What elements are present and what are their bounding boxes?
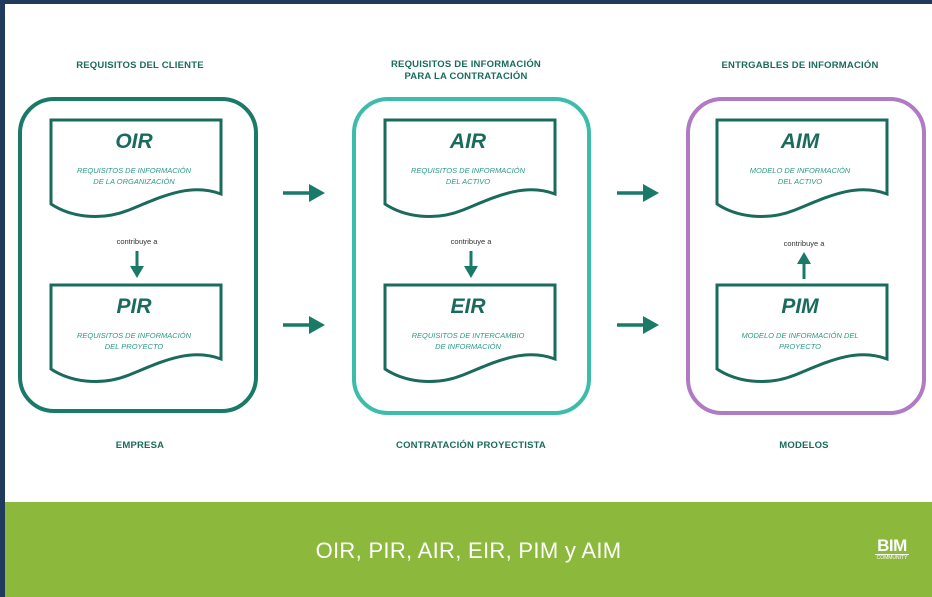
logo-sub-text: COMMUNITY (875, 554, 909, 561)
column-footer-deliverables: MODELOS (779, 440, 829, 451)
doc-code: PIM (781, 295, 819, 318)
column-footer-contracting: CONTRATACIÓN PROYECTISTA (396, 440, 546, 451)
column-title-contracting: REQUISITOS DE INFORMACIÓN PARA LA CONTRA… (391, 59, 541, 82)
arrow-right-icon (283, 316, 325, 334)
doc-code: OIR (115, 130, 153, 153)
document-oir: OIR REQUISITOS DE INFORMACIÓN DE LA ORGA… (49, 118, 224, 224)
column-footer-client: EMPRESA (115, 440, 165, 451)
group-deliverables (686, 97, 926, 415)
bim-community-logo: BIM COMMUNITY (867, 537, 917, 562)
footer-banner: OIR, PIR, AIR, EIR, PIM y AIM BIM COMMUN… (5, 502, 932, 597)
arrow-right-icon (283, 184, 325, 202)
footer-title: OIR, PIR, AIR, EIR, PIM y AIM (315, 538, 622, 563)
document-pir: PIR REQUISITOS DE INFORMACIÓN DEL PROYEC… (49, 283, 224, 389)
diagram-canvas: REQUISITOS DEL CLIENTE REQUISITOS DE INF… (5, 4, 932, 597)
arrow-up-icon (797, 252, 811, 279)
arrow-down-icon (464, 251, 478, 278)
group-client (18, 97, 258, 413)
doc-description: MODELO DE INFORMACIÓN DEL PROYECTO (741, 331, 859, 351)
doc-description: REQUISITOS DE INTERCAMBIO DE INFORMACIÓN (411, 331, 525, 351)
doc-code: EIR (450, 295, 486, 318)
group-contracting (352, 97, 591, 415)
document-eir: EIR REQUISITOS DE INTERCAMBIO DE INFORMA… (383, 283, 558, 389)
document-pim: PIM MODELO DE INFORMACIÓN DEL PROYECTO (715, 283, 890, 389)
document-air: AIR REQUISITOS DE INFORMACIÓN DEL ACTIVO (383, 118, 558, 224)
doc-description: MODELO DE INFORMACIÓN DEL ACTIVO (749, 166, 851, 186)
relation-label: contribuye a (116, 237, 158, 246)
doc-description: REQUISITOS DE INFORMACIÓN DEL ACTIVO (410, 166, 526, 186)
doc-code: PIR (116, 295, 152, 318)
relation-label: contribuye a (783, 239, 825, 248)
arrow-right-icon (617, 184, 659, 202)
relation-label: contribuye a (450, 237, 492, 246)
column-title-client: REQUISITOS DEL CLIENTE (76, 60, 204, 71)
document-aim: AIM MODELO DE INFORMACIÓN DEL ACTIVO (715, 118, 890, 224)
doc-description: REQUISITOS DE INFORMACIÓN DE LA ORGANIZA… (76, 166, 192, 186)
doc-description: REQUISITOS DE INFORMACIÓN DEL PROYECTO (76, 331, 192, 351)
logo-main-text: BIM (877, 536, 907, 555)
doc-code: AIR (449, 130, 487, 153)
column-title-deliverables: ENTRGABLES DE INFORMACIÓN (721, 60, 879, 71)
doc-code: AIM (780, 130, 820, 153)
arrow-right-icon (617, 316, 659, 334)
arrow-down-icon (130, 251, 144, 278)
